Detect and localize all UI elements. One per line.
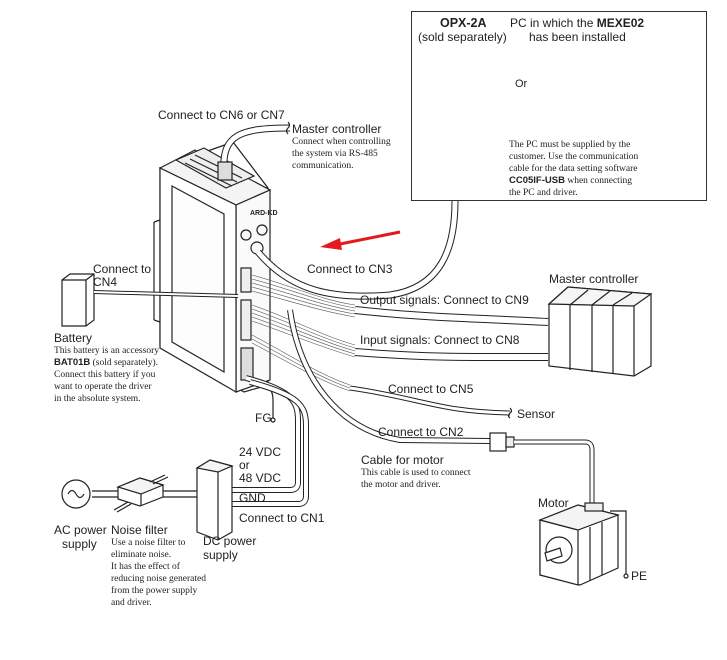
motor-title: Motor	[538, 496, 569, 510]
cable-name: CC05IF-USB	[509, 175, 565, 186]
opx-2a-note: (sold separately)	[418, 30, 507, 44]
cn4-label-line2: CN4	[93, 275, 118, 289]
or-label: Or	[515, 78, 528, 90]
pc-label-line1: PC in which the MEXE02	[510, 16, 644, 30]
battery-note-5: in the absolute system.	[54, 394, 141, 404]
noise-filter-note-4: reducing noise generated	[111, 574, 206, 584]
input-signals-label: Input signals: Connect to CN8	[360, 333, 520, 347]
sensor-label: Sensor	[517, 407, 556, 421]
battery-drawing	[61, 273, 95, 327]
battery-note-1: This battery is an accessory	[54, 346, 159, 356]
pc-label-line2: has been installed	[529, 30, 626, 44]
cn3-label: Connect to CN3	[307, 262, 393, 276]
master-controller-drawing	[547, 286, 653, 377]
noise-filter-note-1: Use a noise filter to	[111, 538, 186, 548]
rs485-note-2: the system via RS-485	[292, 149, 378, 159]
pe-label: PE	[631, 569, 648, 583]
motor-connector	[489, 432, 515, 452]
optional-setting-devices-box	[411, 11, 707, 201]
battery-note-2: BAT01B (sold separately).	[54, 357, 158, 369]
mexe02-name: MEXE02	[596, 16, 645, 30]
battery-note-3: Connect this battery if you	[54, 370, 156, 380]
cn1-label: Connect to CN1	[239, 511, 325, 525]
cn4-label-line1: Connect to	[93, 262, 152, 276]
voltage-48: 48 VDC	[239, 471, 282, 485]
noise-filter-note-2: eliminate noise.	[111, 550, 172, 560]
motor-cable-note-1: This cable is used to connect	[361, 468, 471, 478]
motor-cable-note-2: the motor and driver.	[361, 480, 441, 490]
ac-supply-line1: AC power	[54, 523, 107, 537]
voltage-24: 24 VDC	[239, 445, 282, 459]
driver-model-label: ARD-KD	[250, 210, 278, 217]
ac-supply-line2: supply	[62, 537, 97, 551]
battery-title: Battery	[54, 331, 93, 345]
cn5-label: Connect to CN5	[388, 382, 474, 396]
pc-note-2: customer. Use the communication	[509, 152, 639, 162]
driver-unit	[153, 141, 272, 394]
battery-part-suffix: (sold separately).	[90, 358, 159, 368]
pc-note-1: The PC must be supplied by the	[509, 140, 631, 150]
voltage-or: or	[239, 458, 250, 472]
cable-suffix: when connecting	[564, 176, 632, 186]
opx-2a-label: OPX-2A	[440, 16, 487, 30]
gnd-label: GND	[239, 491, 266, 505]
motor-cable-title: Cable for motor	[361, 453, 444, 467]
cn6-cn7-label: Connect to CN6 or CN7	[158, 108, 285, 122]
red-arrow-to-driver	[320, 230, 401, 250]
battery-note-4: want to operate the driver	[54, 382, 152, 392]
rs485-note-3: communication.	[292, 161, 354, 171]
pc-note-4: CC05IF-USB when connecting	[509, 175, 632, 187]
cn2-label: Connect to CN2	[378, 425, 464, 439]
output-signals-label: Output signals: Connect to CN9	[360, 293, 529, 307]
motor-drawing	[538, 502, 621, 586]
noise-filter-note-6: and driver.	[111, 598, 152, 608]
battery-part: BAT01B	[54, 357, 91, 368]
dc-supply-line1: DC power	[203, 534, 257, 548]
pc-note-5: the PC and driver.	[509, 188, 578, 198]
master-controller-title: Master controller	[549, 272, 639, 286]
noise-filter-note-5: from the power supply	[111, 586, 198, 596]
fg-label: FG	[255, 411, 272, 425]
dc-supply-line2: supply	[203, 548, 238, 562]
noise-filter-note-3: It has the effect of	[111, 562, 180, 572]
pc-label-prefix: PC in which the	[510, 16, 597, 30]
rs485-note-1: Connect when controlling	[292, 137, 391, 147]
dc-power-supply-drawing	[195, 459, 234, 541]
noise-filter-drawing	[113, 474, 169, 513]
pc-note-3: cable for the data setting software	[509, 164, 638, 174]
noise-filter-title: Noise filter	[111, 523, 168, 537]
rs485-master-title: Master controller	[292, 122, 382, 136]
